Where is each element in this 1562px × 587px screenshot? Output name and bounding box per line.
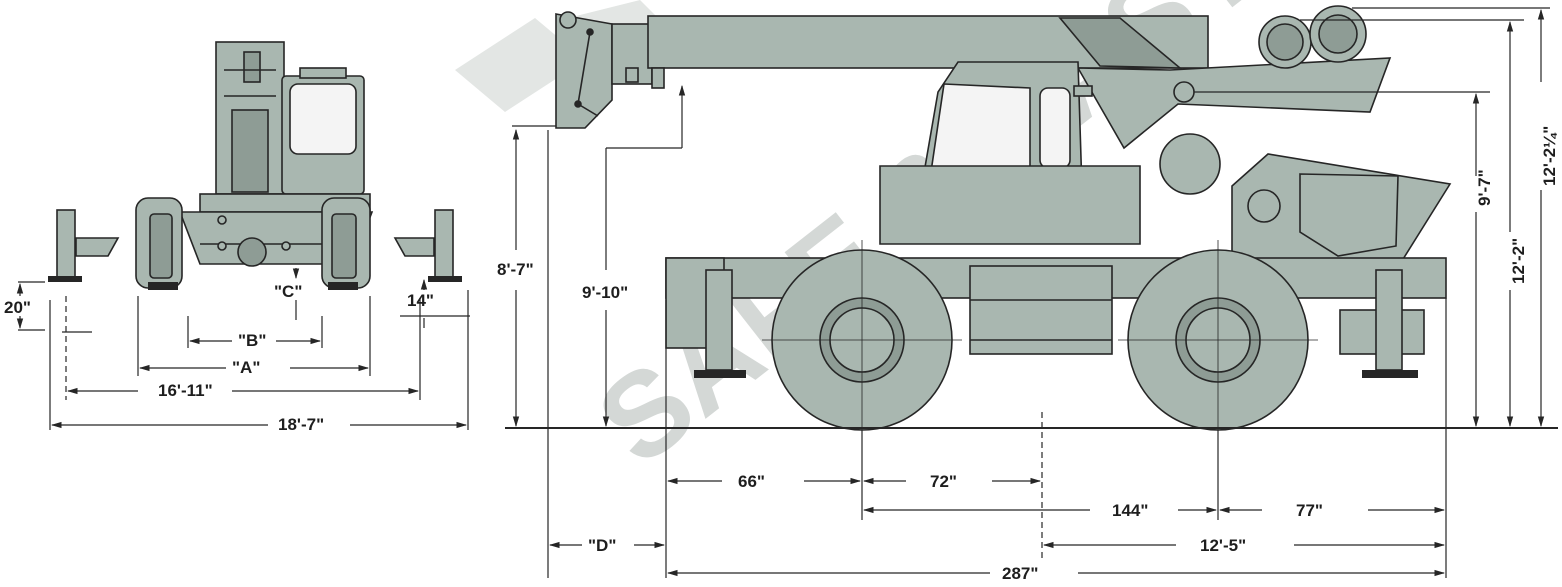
side-cab <box>919 61 1093 197</box>
label-front-overhang: 66" <box>738 472 765 491</box>
label-wheelbase: 144" <box>1112 501 1148 520</box>
label-overall-length: 287" <box>1002 564 1038 582</box>
front-wheel <box>762 240 962 440</box>
label-width-a: "A" <box>232 358 260 377</box>
front-differential <box>237 237 267 267</box>
rear-wheel <box>1118 240 1318 440</box>
front-view <box>48 41 462 290</box>
boom-lift-arm <box>1076 57 1392 150</box>
front-outrigger-left <box>48 209 120 282</box>
side-outrigger-rear <box>1362 269 1418 378</box>
label-width-b: "B" <box>238 331 266 350</box>
label-ground-clearance: 14" <box>407 291 434 310</box>
label-tail-swing: 12'-5" <box>1200 536 1246 555</box>
front-cab <box>281 67 365 195</box>
boom-pivot <box>1173 81 1195 103</box>
label-boom-overhang-d: "D" <box>588 536 616 555</box>
label-pivot-height: 9'-7" <box>1475 169 1494 206</box>
label-outrigger-outer: 18'-7" <box>278 415 324 434</box>
turntable-base <box>879 165 1141 245</box>
front-outrigger-right <box>393 209 462 282</box>
label-pad-height: 20" <box>4 298 31 317</box>
label-boom-height: 9'-10" <box>582 283 628 302</box>
front-mast <box>215 41 285 195</box>
side-outrigger-front <box>694 269 746 378</box>
boom <box>555 11 1209 129</box>
label-outrigger-inner: 16'-11" <box>158 381 213 400</box>
label-cab-height: 12'-2" <box>1509 238 1528 284</box>
label-boom-tip-height: 8'-7" <box>497 260 534 279</box>
label-axle-to-center: 72" <box>930 472 957 491</box>
label-rear-overhang: 77" <box>1296 501 1323 520</box>
label-overall-height: 12'-2¼" <box>1540 126 1559 186</box>
front-dimensions <box>16 268 470 430</box>
side-dimensions <box>512 7 1550 578</box>
label-clearance-c: "C" <box>274 282 302 301</box>
